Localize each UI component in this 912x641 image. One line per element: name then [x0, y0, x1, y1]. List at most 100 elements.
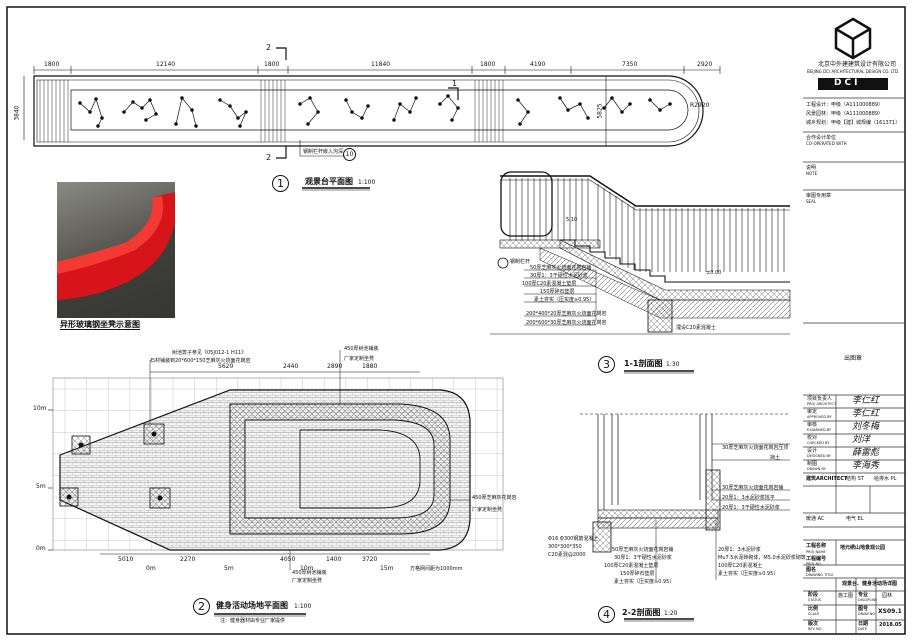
notes-label: 说明 [806, 165, 817, 171]
p2-top-note: 厂家定制坐凳 [344, 356, 375, 362]
qualification: 城乡规划：甲级【建】城规编（161371） [806, 120, 901, 126]
p2-top-dim: 1880 [362, 363, 378, 370]
plan1-scale: 1:100 [358, 179, 376, 186]
s2-bottom-note: 素土夯实（压实度≥0.95） [614, 579, 675, 585]
scale-label: 比例 [808, 606, 819, 612]
signoff-role: 审定 [807, 409, 818, 415]
company-name-en: BEIJING DCI ARCHITECTURAL DESIGN CO. LTD… [807, 69, 900, 74]
s2-right-note: 20厚1：3干硬性水泥砂浆 [722, 505, 780, 511]
proj-name-en: PROJ NAME [806, 550, 826, 554]
s1-callout: 30厚1：3干硬性水泥砂浆 [530, 273, 588, 279]
stamp-label: 审图专用章 [806, 193, 832, 199]
s1-callout: 150厚碎石垫层 [540, 289, 575, 295]
plan1-left-dim: 3840 [13, 105, 21, 121]
p2-right-note: 厂家定制坐凳 [472, 507, 503, 513]
scale-en: SCALE [808, 612, 820, 616]
s2-br-note: 100厚C20素混凝土 [718, 563, 763, 569]
signature: 薛雷彪 [852, 448, 880, 458]
s2-bottom-note: 50厚芝麻灰火烧面花岗岩铺 [612, 547, 674, 553]
section2-title: 2-2剖面图 [622, 608, 661, 617]
signoff-role: 校对 [807, 435, 818, 441]
section-mark: 1 [452, 79, 458, 88]
s1-callout: 200*600*30厚芝麻灰火烧面花岗岩 [526, 320, 607, 326]
drawing-no: XS09.1 [878, 608, 902, 615]
section-mark: 2 [266, 43, 272, 52]
p2-top-note: 450厚树池铺装 [344, 346, 379, 352]
notes-en: NOTE [806, 171, 818, 176]
p2-x-tick: 15m [380, 565, 394, 572]
drawing-no-label: 图号 [858, 606, 869, 612]
s1-rail-note: 钢制栏杆 [510, 259, 531, 265]
seat-photo [57, 182, 175, 318]
section1-index: 3 [598, 356, 615, 373]
discipline-plumb: 给排水 PL [874, 476, 897, 482]
seal-label: 出图章 [844, 355, 863, 362]
signoff-en: PROJ ARCHITECT [807, 402, 837, 406]
p2-x-tick: 5m [224, 565, 234, 572]
p2-y-tick: 0m [36, 545, 46, 552]
discipline-arch: 建筑ARCHITECT [806, 476, 848, 482]
company-logo-icon [834, 17, 872, 60]
plan2-sub: 注：健身器材由专业厂家提供 [220, 618, 286, 624]
status-en: STATUS [808, 598, 822, 602]
detail-ref: 10 [343, 148, 356, 161]
section1-title: 1-1剖面图 [624, 359, 663, 368]
proj-name-label: 工程名称 [806, 543, 827, 549]
p2-y-tick: 10m [33, 405, 47, 412]
s1-level: ±0.00 [706, 270, 722, 276]
section-mark: 2 [266, 153, 272, 162]
signoff-role: 项目负责人 [807, 396, 833, 402]
s2-right-note: 20厚1：3水泥砂浆找平 [722, 495, 775, 501]
s2-right-note: 30厚芝麻灰火烧面花岗岩压顶 [722, 445, 789, 451]
s1-callout: 50厚芝麻灰火烧面花岗岩铺 [530, 265, 592, 271]
drawing-title-en: DRAWING TITLE [806, 573, 834, 577]
section1-scale: 1:30 [666, 361, 680, 368]
plan1-dim: 2920 [697, 61, 713, 68]
p2-top-dim: 5620 [218, 363, 234, 370]
plan1-dim: 4190 [530, 61, 546, 68]
logo-wordmark: DCI [834, 78, 861, 88]
p2-y-tick: 5m [36, 483, 46, 490]
signature: 李仁红 [852, 409, 880, 419]
section2-scale: 1:20 [664, 610, 678, 617]
plan1-dim: 7350 [622, 61, 638, 68]
p2-bottom-note: 厂家定制坐凳 [292, 578, 323, 584]
status-value: 施工图 [838, 593, 854, 599]
proj-name: 地元绣山地景观公园 [840, 545, 886, 551]
plan1-index: 1 [272, 175, 289, 192]
p2-grid-note: 方格网间距为1000mm [410, 566, 463, 572]
p2-bottom-dim: 1400 [326, 556, 342, 563]
proj-no-label: 工程编号 [806, 556, 827, 562]
p2-x-tick: 10m [300, 565, 314, 572]
plan2-drawing [48, 350, 504, 570]
rev-label: 版次 [808, 621, 819, 627]
discipline-label: 专业 [858, 592, 869, 598]
plan1-dim: 1800 [480, 61, 496, 68]
s1-callout: 200*400*20厚芝麻灰火烧面花岗岩 [526, 311, 607, 317]
p2-bottom-dim: 4050 [280, 556, 296, 563]
p2-top-note: 树池箅子参见《05J012-1 H11》 [172, 350, 247, 356]
s2-bottom-note: 100厚C20素混凝土垫层 [604, 563, 659, 569]
date-value: 2018.05 [879, 622, 902, 628]
plan1-dim: 12140 [156, 61, 176, 68]
plan1-note: 钢制栏杆嵌入沟深 [303, 149, 344, 155]
signature: 李仁红 [852, 396, 880, 406]
s2-bottom-note: 30厚1：3干硬性水泥砂浆 [614, 555, 672, 561]
plan1-drawing [23, 47, 721, 159]
coop-en: CO-OPERATED WITH [806, 141, 847, 146]
signoff-en: DESIGNED BY [807, 454, 831, 458]
s2-left-note: 300*300*350 [548, 544, 582, 550]
s2-left-note: C20素混@2000 [548, 552, 586, 558]
signoff-en: EXAMINED BY [807, 428, 832, 432]
discipline-hvac: 暖通 AC [806, 516, 825, 522]
s2-left-note: Φ16 Φ300钢筋混凝土 [548, 536, 599, 542]
signature: 李海秀 [852, 461, 880, 471]
red-bench-image [57, 192, 175, 318]
p2-top-dim: 2890 [327, 363, 343, 370]
plan1-dim: 11840 [371, 61, 391, 68]
drawing-title: 观景台、健身活动场详图 [842, 581, 898, 587]
signature: 刘冬梅 [852, 422, 880, 432]
status-label: 阶段 [808, 592, 819, 598]
